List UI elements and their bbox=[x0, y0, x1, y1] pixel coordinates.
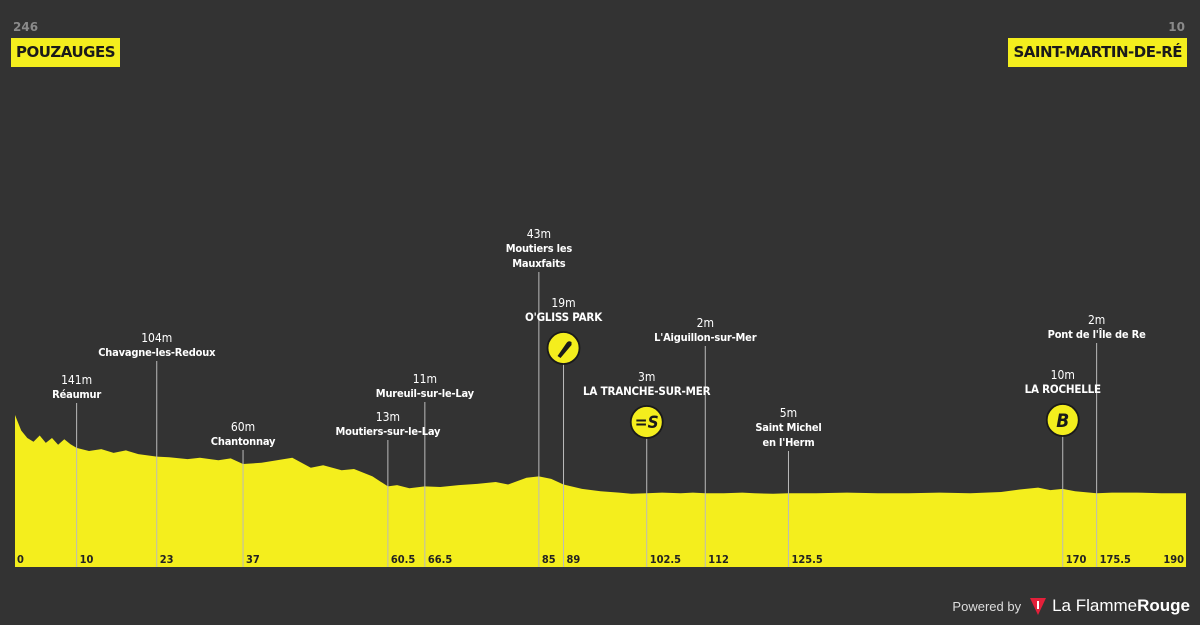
start-altitude-label: 246 bbox=[13, 20, 39, 34]
finish-city-label: SAINT-MARTIN-DE-RÉ bbox=[1008, 38, 1187, 67]
bonus-marker-text: B bbox=[1056, 410, 1069, 432]
elevation-profile-area bbox=[15, 415, 1186, 567]
waypoint-name: Pont de l'Île de Re bbox=[1048, 328, 1146, 341]
x-tick-label: 66.5 bbox=[428, 553, 453, 566]
x-tick-label: 37 bbox=[246, 553, 260, 566]
bonus-icon bbox=[1045, 403, 1080, 437]
waypoint-altitude: 2m bbox=[697, 316, 714, 330]
waypoint-altitude: 3m bbox=[638, 370, 655, 384]
waypoint-name: Mauxfaits bbox=[512, 257, 565, 270]
waypoint-name: Saint Michel bbox=[755, 421, 821, 434]
x-tick-label: 85 bbox=[542, 553, 556, 566]
la-flamme-rouge-logo-icon bbox=[1030, 598, 1047, 615]
brand-name-part2: Rouge bbox=[1137, 596, 1190, 615]
waypoint-altitude: 43m bbox=[527, 227, 551, 241]
waypoint-name: L'Aiguillon-sur-Mer bbox=[654, 331, 757, 344]
waypoint-altitude: 2m bbox=[1088, 313, 1105, 327]
waypoint-name: en l'Herm bbox=[762, 436, 814, 449]
waypoint-name: LA TRANCHE-SUR-MER bbox=[583, 384, 711, 398]
x-tick-label: 102.5 bbox=[650, 553, 681, 566]
waypoint-altitude: 11m bbox=[413, 372, 437, 386]
waypoint-altitude: 19m bbox=[551, 296, 575, 310]
x-tick-label: 175.5 bbox=[1100, 553, 1131, 566]
waypoint-name: Chantonnay bbox=[211, 435, 276, 448]
x-tick-label: 60.5 bbox=[391, 553, 416, 566]
waypoint-name: O'GLISS PARK bbox=[525, 310, 603, 324]
waypoint-altitude: 5m bbox=[780, 406, 797, 420]
brand-name-part1: La Flamme bbox=[1052, 596, 1138, 615]
waypoint-altitude: 141m bbox=[61, 373, 92, 387]
x-tick-label: 190 bbox=[1163, 553, 1184, 566]
powered-by-text: Powered by bbox=[952, 598, 1022, 614]
sprint-marker-text: =S bbox=[635, 413, 659, 433]
x-tick-label: 89 bbox=[567, 553, 581, 566]
waypoint-name: Réaumur bbox=[52, 388, 101, 401]
start-city-label: POUZAUGES bbox=[11, 38, 120, 67]
bottle-shape bbox=[557, 341, 572, 358]
finish-altitude-label: 10 bbox=[1168, 20, 1185, 34]
waypoint-name: Moutiers les bbox=[506, 242, 573, 255]
waypoint-altitude: 60m bbox=[231, 420, 255, 434]
x-tick-label: 10 bbox=[80, 553, 94, 566]
sprint-icon bbox=[629, 405, 664, 439]
waypoint-name: Mureuil-sur-le-Lay bbox=[376, 387, 475, 400]
waypoint-altitude: 10m bbox=[1051, 368, 1075, 382]
waypoint-name: LA ROCHELLE bbox=[1025, 382, 1101, 396]
x-tick-label: 0 bbox=[17, 553, 24, 566]
x-tick-label: 23 bbox=[160, 553, 174, 566]
waypoint-altitude: 13m bbox=[376, 410, 400, 424]
waypoint-name: Moutiers-sur-le-Lay bbox=[335, 425, 441, 438]
waypoint-altitude: 104m bbox=[141, 331, 172, 345]
x-tick-label: 170 bbox=[1066, 553, 1087, 566]
waypoint-name: Chavagne-les-Redoux bbox=[98, 346, 216, 359]
x-tick-label: 125.5 bbox=[791, 553, 822, 566]
x-tick-label: 112 bbox=[708, 553, 729, 566]
